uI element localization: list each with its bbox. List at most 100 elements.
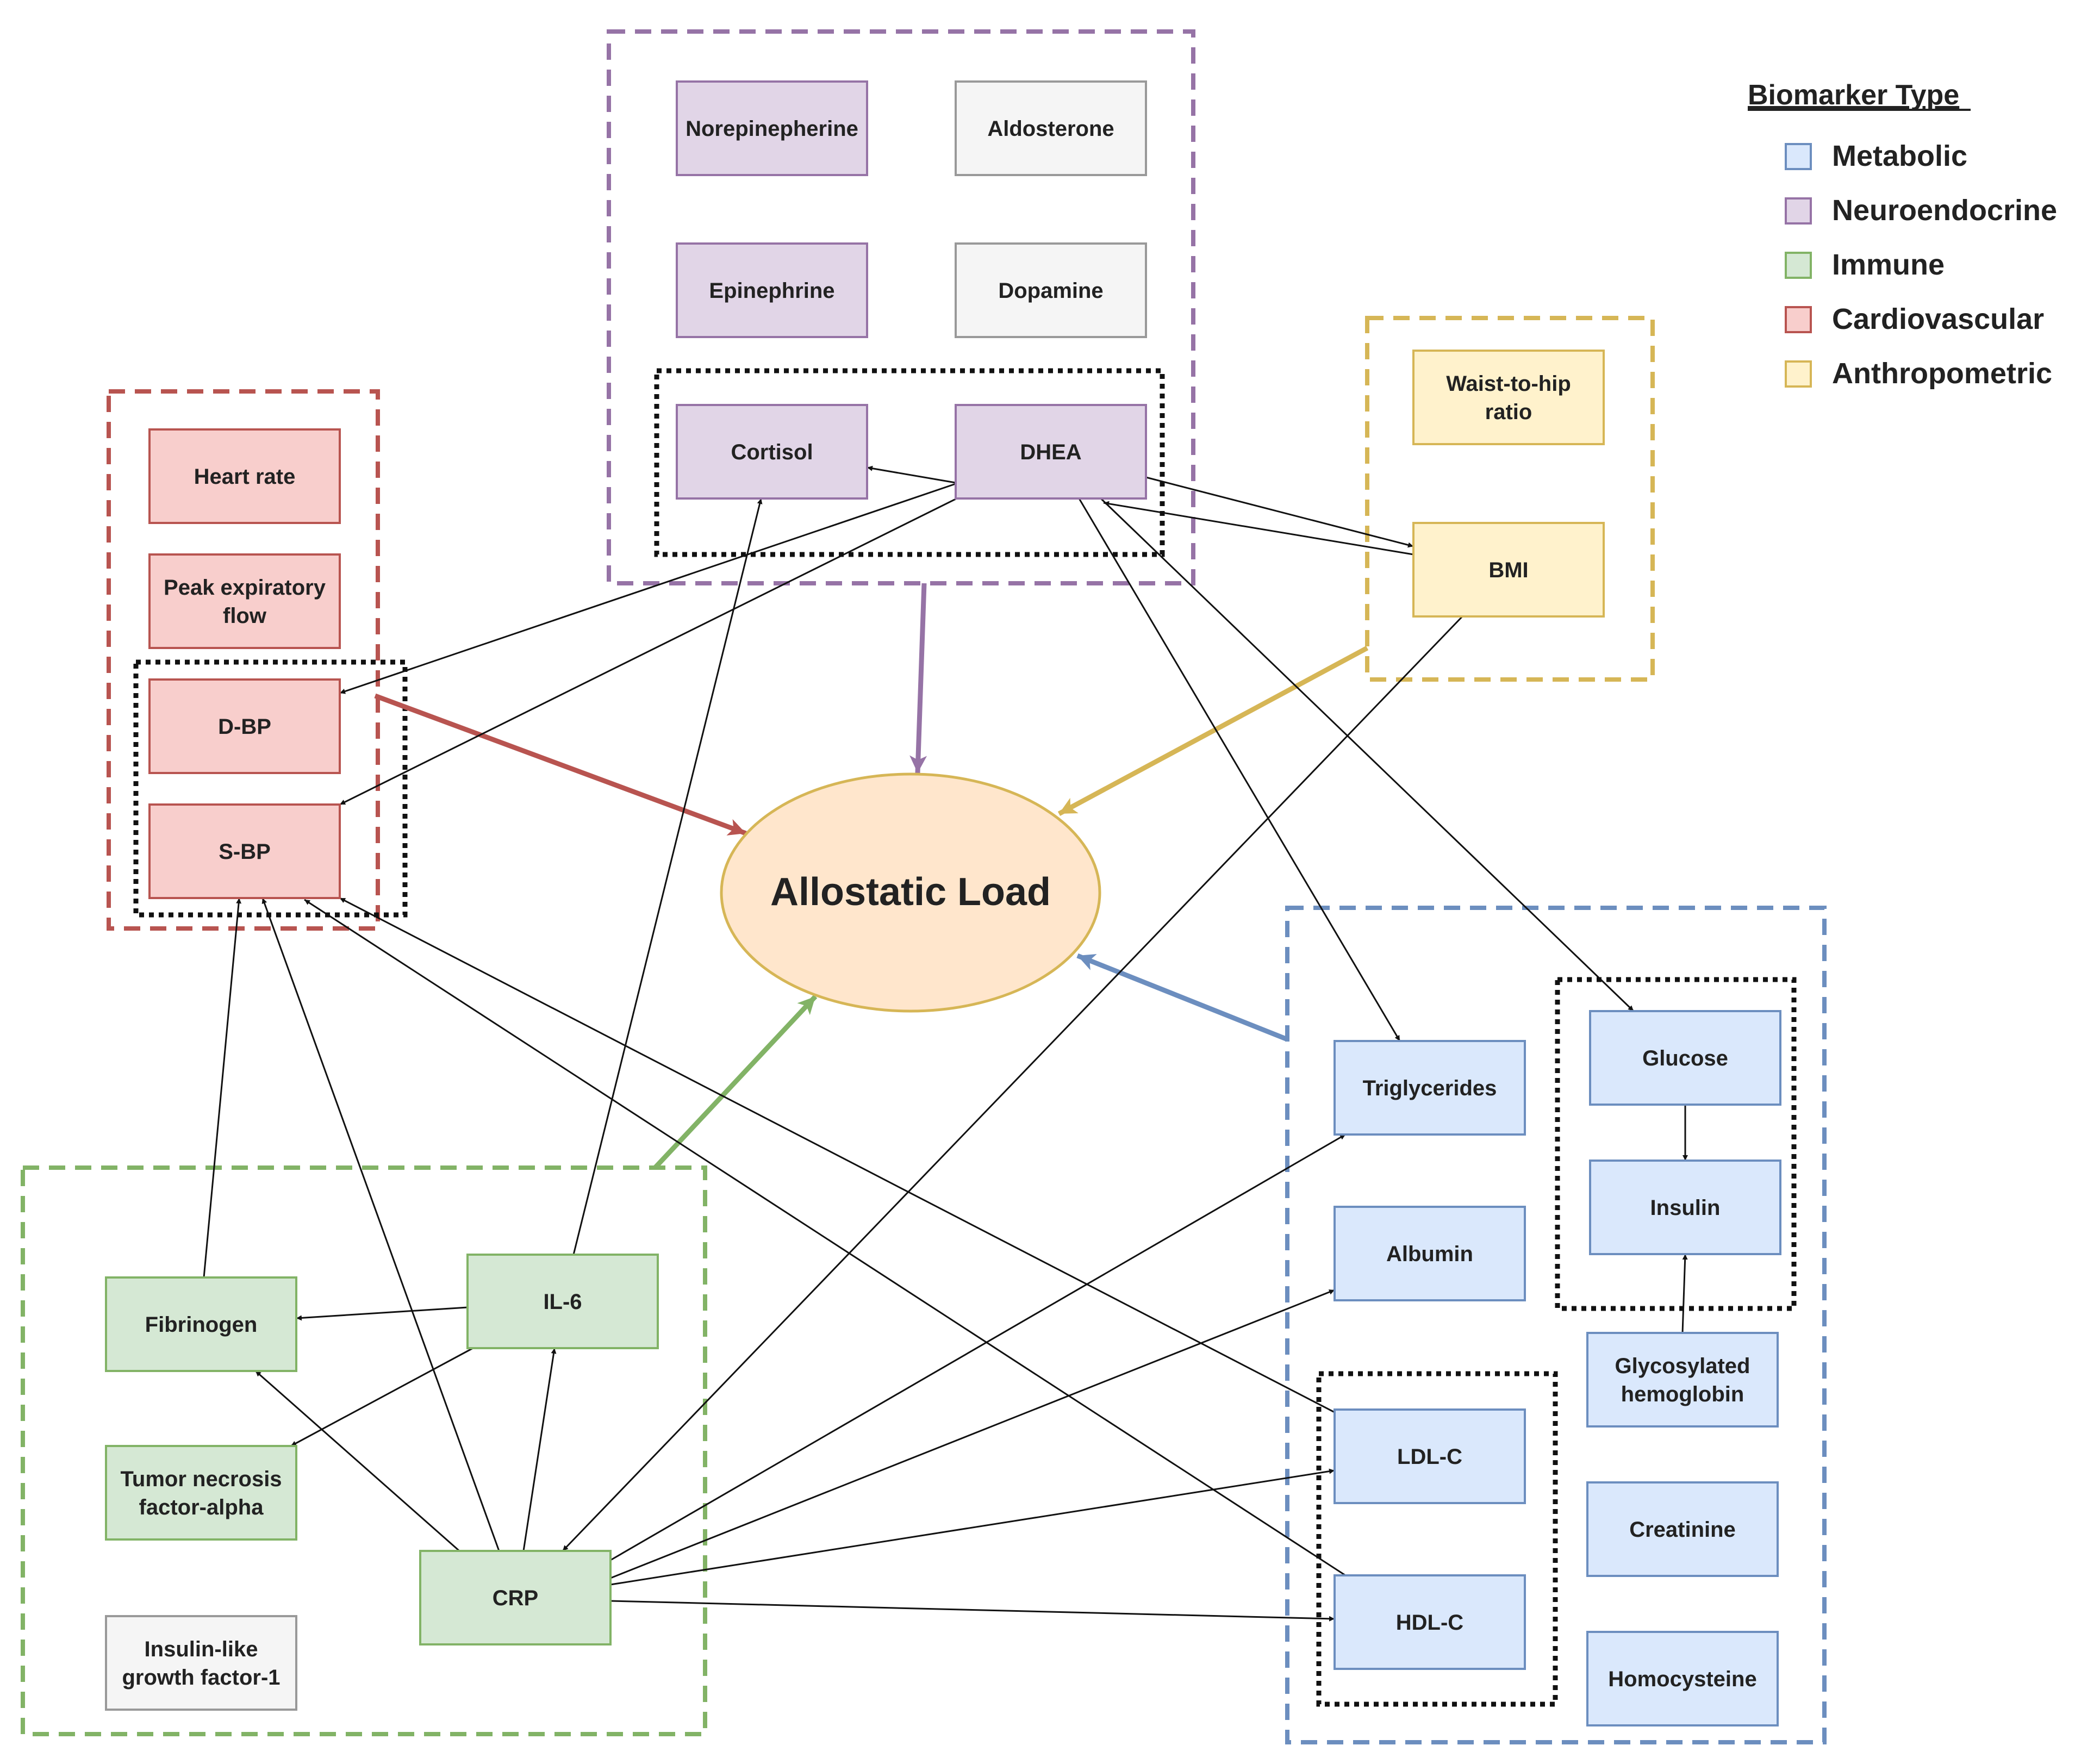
node-norepinephrine: Norepinepherine	[676, 80, 868, 176]
node-box	[955, 80, 1147, 176]
legend-swatch	[1785, 306, 1812, 333]
node-cortisol: Cortisol	[676, 404, 868, 500]
node-il6: IL-6	[466, 1254, 659, 1349]
node-bmi: BMI	[1412, 522, 1605, 618]
node-label: Creatinine	[1629, 1518, 1736, 1542]
node-box	[1334, 1040, 1526, 1136]
node-label: IL-6	[543, 1290, 582, 1314]
node-box	[1589, 1010, 1781, 1106]
legend-item-immune: Immune	[1785, 248, 1945, 281]
edge-bmi-to-dhea	[1103, 501, 1414, 556]
edge-crp-to-fibrinogen	[255, 1370, 460, 1552]
node-box	[148, 678, 341, 774]
edge-crp-to-sbp	[261, 897, 500, 1551]
node-epinephrine: Epinephrine	[676, 242, 868, 338]
allostatic-load-ellipse	[720, 772, 1101, 1013]
edge-ldl-to-sbp	[339, 897, 1335, 1413]
node-box	[1586, 1481, 1779, 1577]
node-label: Heart rate	[194, 465, 296, 489]
node-label: Albumin	[1386, 1242, 1473, 1266]
legend-label: Cardiovascular	[1832, 303, 2044, 335]
node-heart-rate: Heart rate	[148, 428, 341, 524]
edge-crp-to-ldl	[610, 1468, 1335, 1586]
node-label: flow	[223, 604, 267, 628]
legend-item-cardiovascular: Cardiovascular	[1785, 303, 2044, 335]
node-box	[105, 1615, 297, 1711]
legend: Biomarker Type MetabolicNeuroendocrineIm…	[1748, 79, 2057, 390]
node-dhea: DHEA	[955, 404, 1147, 500]
node-label: Glucose	[1642, 1046, 1728, 1070]
group-neuroendocrine-container	[607, 29, 1195, 585]
group-immune-container	[21, 1165, 707, 1736]
node-box	[105, 1276, 297, 1372]
legend-label: Immune	[1832, 248, 1945, 281]
legend-swatch	[1785, 143, 1812, 170]
group-arrow-immune	[653, 994, 818, 1170]
node-box	[148, 553, 341, 649]
node-label: Homocysteine	[1608, 1667, 1756, 1691]
node-box	[105, 1445, 297, 1541]
legend-item-neuroendocrine: Neuroendocrine	[1785, 194, 2057, 227]
node-albumin: Albumin	[1334, 1206, 1526, 1301]
legend-label: Neuroendocrine	[1832, 194, 2057, 227]
node-label: Norepinepherine	[686, 117, 858, 141]
node-box	[955, 242, 1147, 338]
group-arrow-metabolic	[1076, 953, 1288, 1042]
node-homocysteine: Homocysteine	[1586, 1631, 1779, 1726]
node-box	[466, 1254, 659, 1349]
node-waist-to-hip: Waist-to-hip ratio	[1412, 350, 1605, 445]
edge-hba1c-to-insulin	[1681, 1254, 1688, 1333]
node-label: Insulin	[1650, 1196, 1721, 1220]
edge-il6-to-fibrinogen	[296, 1306, 468, 1321]
node-box	[1586, 1631, 1779, 1726]
edge-hdl-to-sbp	[304, 899, 1346, 1576]
legend-item-anthropometric: Anthropometric	[1785, 357, 2052, 390]
node-box	[419, 1550, 612, 1645]
node-box	[955, 404, 1147, 500]
edges-layer	[203, 465, 1688, 1622]
edge-crp-to-triglycerides	[610, 1133, 1346, 1561]
node-label: Insulin-like	[145, 1637, 258, 1661]
group-metabolic-container	[1285, 906, 1827, 1744]
node-label: ratio	[1485, 400, 1532, 424]
edge-crp-to-il6	[522, 1348, 557, 1551]
node-box	[148, 428, 341, 524]
node-label: Epinephrine	[709, 279, 834, 303]
node-box	[1586, 1332, 1779, 1428]
subgroup-blood-pressure	[133, 659, 408, 918]
group-anthropometric-container	[1365, 316, 1655, 682]
node-box	[1334, 1574, 1526, 1670]
group-arrow-cardiovascular	[374, 693, 747, 836]
legend-title: Biomarker Type	[1748, 79, 1959, 111]
node-crp: CRP	[419, 1550, 612, 1645]
subgroup-glucose-insulin	[1555, 977, 1797, 1311]
node-label: Dopamine	[998, 279, 1103, 303]
node-label: Aldosterone	[987, 117, 1114, 141]
node-fibrinogen: Fibrinogen	[105, 1276, 297, 1372]
node-box	[1412, 522, 1605, 618]
subgroup-cholesterol	[1316, 1371, 1558, 1707]
legend-swatch	[1785, 252, 1812, 279]
legend-items: MetabolicNeuroendocrineImmuneCardiovascu…	[1785, 140, 2057, 390]
allostatic-load-label: Allostatic Load	[770, 870, 1051, 914]
edge-dhea-to-dbp	[339, 483, 956, 694]
node-label: S-BP	[219, 840, 271, 864]
node-label: factor-alpha	[139, 1495, 264, 1519]
node-dbp: D-BP	[148, 678, 341, 774]
edge-dhea-to-sbp	[339, 498, 956, 806]
group-arrow-anthropometric	[1057, 646, 1369, 816]
node-box	[676, 242, 868, 338]
node-box	[1334, 1408, 1526, 1504]
node-label: Waist-to-hip	[1446, 372, 1571, 396]
edge-dhea-to-glucose	[1100, 497, 1635, 1012]
node-label: growth factor-1	[122, 1666, 280, 1690]
node-label: Glycosylated	[1615, 1354, 1750, 1378]
subgroup-cortisol-dhea	[654, 368, 1165, 557]
node-label: D-BP	[218, 715, 271, 739]
node-triglycerides: Triglycerides	[1334, 1040, 1526, 1136]
node-sbp: S-BP	[148, 803, 341, 899]
